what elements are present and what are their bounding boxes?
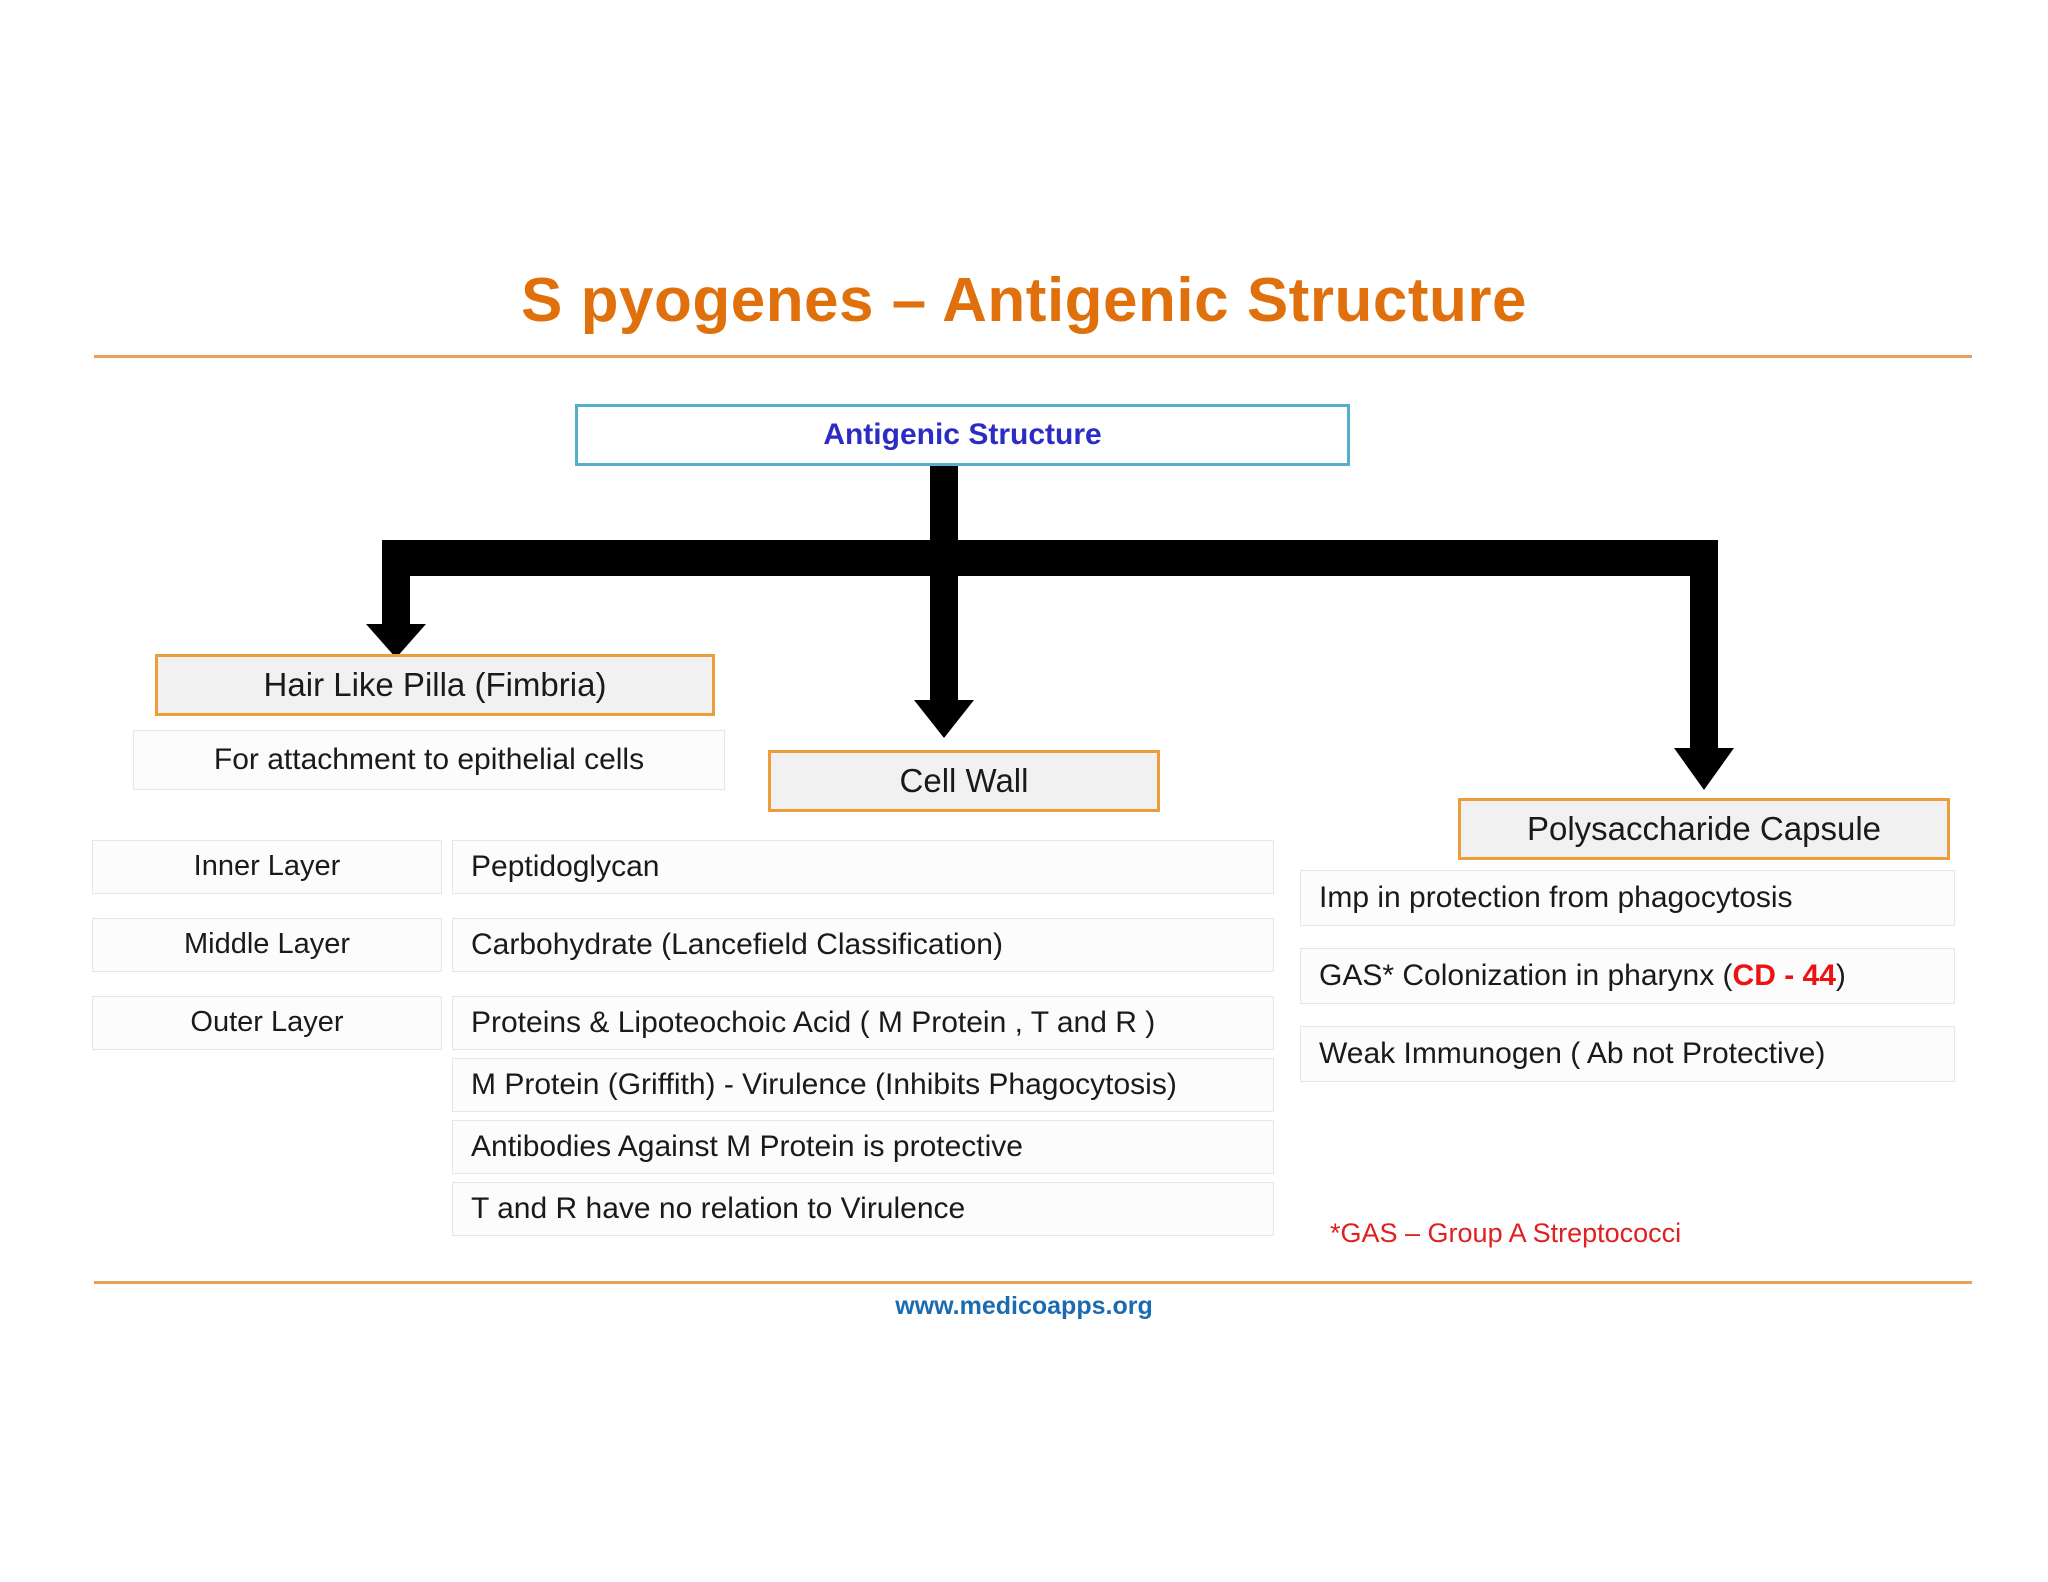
connector-stem: [930, 466, 958, 544]
layer-name-outer: Outer Layer: [190, 1006, 344, 1039]
capsule-note-2-prefix: GAS* Colonization in pharynx (: [1319, 958, 1733, 992]
footer-website[interactable]: www.medicoapps.org: [895, 1292, 1153, 1320]
pilla-detail-row: For attachment to epithelial cells: [133, 730, 725, 790]
layer-name-inner: Inner Layer: [193, 850, 341, 883]
arrowhead-left-icon: [366, 624, 426, 658]
cell-wall-note-3: T and R have no relation to Virulence: [471, 1191, 966, 1225]
arrowhead-right-icon: [1674, 748, 1734, 790]
footnote-gas: *GAS – Group A Streptococci: [1330, 1218, 1682, 1248]
pilla-detail-text: For attachment to epithelial cells: [213, 742, 645, 776]
node-antigenic-structure-label: Antigenic Structure: [823, 417, 1102, 451]
capsule-note-row: GAS* Colonization in pharynx (CD - 44): [1300, 948, 1955, 1004]
cell-wall-note-2: Antibodies Against M Protein is protecti…: [471, 1129, 1023, 1163]
layer-name-middle: Middle Layer: [183, 928, 351, 961]
table-row-layer-name: Middle Layer: [92, 918, 442, 972]
node-cell-wall-label: Cell Wall: [899, 762, 1029, 800]
cell-wall-note-1: M Protein (Griffith) - Virulence (Inhibi…: [471, 1067, 1177, 1101]
connector-shaft-left: [382, 576, 410, 632]
capsule-note-2-suffix: ): [1835, 958, 1846, 992]
capsule-note-row: Imp in protection from phagocytosis: [1300, 870, 1955, 926]
node-hair-like-pilla-label: Hair Like Pilla (Fimbria): [263, 666, 607, 704]
page-title: S pyogenes – Antigenic Structure: [521, 266, 1527, 335]
cell-wall-note-row: T and R have no relation to Virulence: [452, 1182, 1274, 1236]
node-antigenic-structure[interactable]: Antigenic Structure: [575, 404, 1350, 466]
connector-shaft-right: [1690, 576, 1718, 756]
table-row-layer-name: Inner Layer: [92, 840, 442, 894]
capsule-note-1: Imp in protection from phagocytosis: [1319, 880, 1793, 914]
layer-content-outer: Proteins & Lipoteochoic Acid ( M Protein…: [471, 1005, 1156, 1039]
capsule-note-row: Weak Immunogen ( Ab not Protective): [1300, 1026, 1955, 1082]
footer-divider-rule: [94, 1281, 1972, 1284]
node-polysaccharide-capsule[interactable]: Polysaccharide Capsule: [1458, 798, 1950, 860]
capsule-note-3: Weak Immunogen ( Ab not Protective): [1319, 1036, 1826, 1070]
node-polysaccharide-capsule-label: Polysaccharide Capsule: [1526, 810, 1882, 848]
node-hair-like-pilla[interactable]: Hair Like Pilla (Fimbria): [155, 654, 715, 716]
connector-bar: [382, 540, 1718, 576]
table-row-layer-name: Outer Layer: [92, 996, 442, 1050]
node-cell-wall[interactable]: Cell Wall: [768, 750, 1160, 812]
cell-wall-note-row: M Protein (Griffith) - Virulence (Inhibi…: [452, 1058, 1274, 1112]
cell-wall-note-row: Antibodies Against M Protein is protecti…: [452, 1120, 1274, 1174]
table-row-layer-content: Carbohydrate (Lancefield Classification): [452, 918, 1274, 972]
arrowhead-center-icon: [914, 700, 974, 738]
capsule-note-2-highlight: CD - 44: [1732, 958, 1836, 992]
connector-shaft-center: [930, 576, 958, 708]
layer-content-inner: Peptidoglycan: [471, 849, 660, 883]
table-row-layer-content: Peptidoglycan: [452, 840, 1274, 894]
title-divider-rule: [94, 355, 1972, 358]
layer-content-middle: Carbohydrate (Lancefield Classification): [471, 927, 1003, 961]
table-row-layer-content: Proteins & Lipoteochoic Acid ( M Protein…: [452, 996, 1274, 1050]
